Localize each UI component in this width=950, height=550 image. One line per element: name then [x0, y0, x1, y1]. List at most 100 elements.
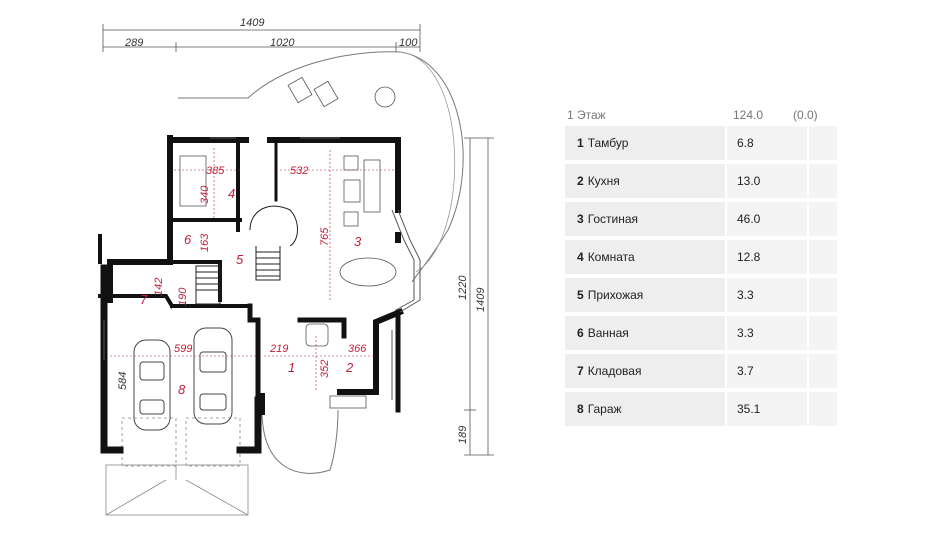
room-number: 5 [577, 288, 584, 302]
table-header: 1 Этаж 124.0 (0.0) [565, 104, 849, 126]
dim-190: 190 [177, 287, 189, 306]
dim-385: 385 [206, 165, 225, 177]
dim-366: 366 [348, 343, 367, 355]
room-area: 46.0 [737, 212, 761, 226]
room-area-cell: 12.8 [727, 240, 807, 274]
floor-total-area: 124.0 [733, 108, 764, 122]
driveway [105, 417, 249, 516]
dim-599: 599 [174, 343, 192, 355]
terrace-inner-outline [399, 51, 455, 273]
room-label-8: 8 [178, 382, 186, 397]
room-area-cell: 3.3 [727, 278, 807, 312]
dim-right-inner: 1220 [457, 275, 469, 300]
room-extra-cell [809, 354, 837, 388]
dim-142: 142 [153, 278, 165, 296]
room-area: 6.8 [737, 136, 754, 150]
room-number: 1 [577, 136, 584, 150]
room-area-cell: 46.0 [727, 202, 807, 236]
room-label-1: 1 [288, 360, 295, 375]
top-dimensions [102, 24, 421, 52]
room-extra-cell [809, 240, 837, 274]
room-number: 4 [577, 250, 584, 264]
room-dimension-lines [110, 148, 396, 392]
room-label-6: 6 [184, 232, 192, 247]
room-name: Кладовая [587, 364, 642, 378]
room-area-cell: 3.3 [727, 316, 807, 350]
room-extra-cell [809, 316, 837, 350]
room-area-cell: 3.7 [727, 354, 807, 388]
dim-top-total: 1409 [240, 17, 264, 29]
windows [103, 137, 421, 400]
room-number: 7 [577, 364, 584, 378]
dim-top-middle: 1020 [270, 37, 295, 49]
room-name: Комната [587, 250, 635, 264]
room-label-5: 5 [236, 252, 244, 267]
room-label-2: 2 [345, 360, 354, 375]
room-number: 2 [577, 174, 584, 188]
car-icon [133, 327, 233, 431]
dim-219: 219 [269, 343, 288, 355]
room-area: 12.8 [737, 250, 761, 264]
room-name: Гараж [587, 402, 622, 416]
room-area: 13.0 [737, 174, 761, 188]
room-extra-cell [809, 164, 837, 198]
dim-352: 352 [319, 360, 331, 378]
floor-extra-area: (0.0) [793, 108, 818, 122]
room-name: Ванная [587, 326, 629, 340]
entrance-terrace [261, 409, 339, 474]
dim-top-right: 100 [399, 37, 418, 49]
floor-plan: 1409 289 1020 100 1220 1409 189 [98, 17, 494, 516]
room-area: 3.3 [737, 326, 754, 340]
walls [98, 135, 404, 454]
room-extra-cell [809, 278, 837, 312]
floor-label: 1 Этаж [567, 108, 606, 122]
dim-584: 584 [117, 372, 129, 390]
room-name: Гостиная [587, 212, 639, 226]
dim-right-bottom: 189 [457, 426, 469, 444]
dim-532: 532 [290, 165, 308, 177]
room-name: Кухня [587, 174, 620, 188]
room-number: 6 [577, 326, 584, 340]
right-dimensions [464, 137, 494, 456]
room-extra-cell [809, 126, 837, 160]
room-area-cell: 35.1 [727, 392, 807, 426]
dim-top-left: 289 [124, 37, 143, 49]
room-area: 3.7 [737, 364, 754, 378]
room-extra-cell [809, 392, 837, 426]
room-number: 3 [577, 212, 584, 226]
room-area: 3.3 [737, 288, 754, 302]
dim-right-total: 1409 [475, 288, 487, 312]
room-area-cell: 13.0 [727, 164, 807, 198]
furniture [179, 76, 397, 409]
dim-163: 163 [199, 233, 211, 252]
dim-340: 340 [199, 185, 211, 204]
room-number: 8 [577, 402, 584, 416]
staircase [195, 205, 298, 305]
room-name: Прихожая [587, 288, 644, 302]
room-label-7: 7 [140, 292, 148, 307]
room-area-cell: 6.8 [727, 126, 807, 160]
room-name: Тамбур [587, 136, 629, 150]
room-area: 35.1 [737, 402, 761, 416]
dim-765: 765 [319, 227, 331, 246]
room-extra-cell [809, 202, 837, 236]
room-label-4: 4 [228, 186, 235, 201]
